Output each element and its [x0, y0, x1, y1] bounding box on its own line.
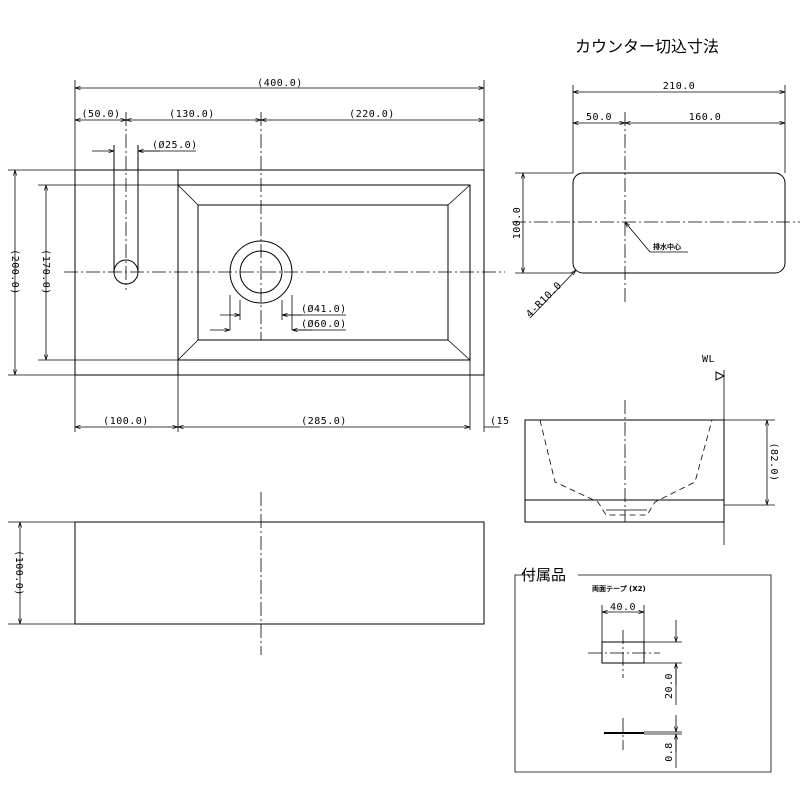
plan-view	[64, 112, 505, 430]
dim-overall-width: (400.0)	[257, 78, 303, 89]
counter-cutout: カウンター切込寸法 210.0 50.0 160.0 100.0 4-R10.0…	[512, 37, 800, 320]
dim-100-front: (100.0)	[13, 550, 24, 596]
cutout-title: カウンター切込寸法	[575, 37, 719, 56]
accessories-box: 付属品 両面テープ (X2) 40.0 20.0 0.8	[514, 566, 772, 773]
accessories-title: 付属品	[521, 566, 566, 584]
bowl-outer	[177, 184, 471, 361]
tape-dim-20: 20.0	[664, 673, 675, 699]
dim-220: (220.0)	[349, 109, 395, 120]
cut-radius: 4-R10.0	[524, 280, 564, 320]
dim-faucet-dia: (Ø25.0)	[152, 139, 198, 151]
cut-dim-160: 160.0	[689, 112, 722, 123]
cut-dim-50: 50.0	[586, 112, 612, 123]
plan-dimensions: (400.0) (50.0) (130.0) (220.0) (Ø25.0) (…	[8, 78, 510, 432]
dim-drain-60: (Ø60.0)	[301, 318, 347, 330]
side-section: WL (82.0)	[524, 354, 779, 545]
dim-285: (285.0)	[301, 416, 347, 427]
dim-170: (170.0)	[40, 249, 51, 295]
dim-82: (82.0)	[768, 442, 779, 481]
bowl-section-hidden	[539, 419, 713, 516]
wl-label: WL	[702, 354, 715, 365]
drain-center-label: 排水中心	[653, 242, 681, 251]
tape-label: 両面テープ (X2)	[592, 584, 646, 593]
dim-15: (15	[490, 416, 510, 427]
plan-outline	[74, 169, 485, 376]
dim-200: (200.0)	[9, 249, 20, 295]
tape-dim-40: 40.0	[610, 602, 636, 613]
dim-130: (130.0)	[169, 109, 215, 120]
tape-dim-08: 0.8	[664, 742, 675, 762]
section-outline	[524, 419, 725, 523]
bowl-inner	[197, 204, 449, 341]
cut-dim-100: 100.0	[512, 207, 523, 240]
front-outline	[74, 521, 485, 625]
cutout-outline	[572, 172, 786, 274]
dim-100-bottom: (100.0)	[103, 416, 149, 427]
dim-drain-41: (Ø41.0)	[301, 303, 347, 315]
dim-50: (50.0)	[81, 109, 120, 120]
cut-dim-210: 210.0	[663, 81, 696, 92]
front-view: (100.0)	[8, 492, 485, 655]
